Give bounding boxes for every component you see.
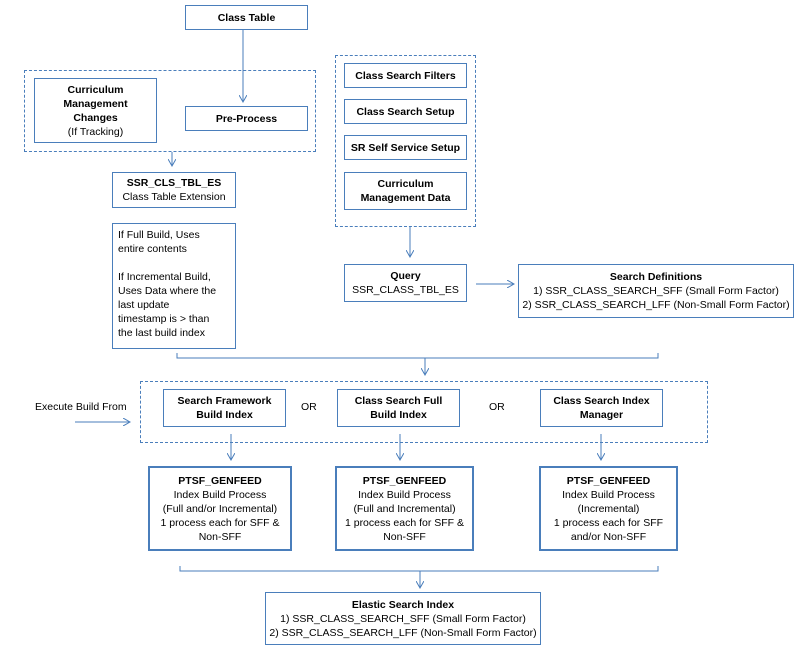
genfeed-3-line1: Index Build Process	[562, 488, 655, 501]
sr-self-service-box: SR Self Service Setup	[344, 135, 467, 160]
class-table-box: Class Table	[185, 5, 308, 30]
genfeed-1-title: PTSF_GENFEED	[178, 474, 262, 487]
build-note-line3: If Incremental Build,	[118, 271, 211, 283]
execute-build-label: Execute Build From	[35, 401, 127, 413]
elastic-line2: 2) SSR_CLASS_SEARCH_LFF (Non-Small Form …	[269, 626, 537, 639]
genfeed-3-line3: 1 process each for SFF	[553, 516, 664, 529]
genfeed-3-line2: (Incremental)	[577, 502, 640, 515]
class-search-setup-box: Class Search Setup	[344, 99, 467, 124]
cm-data-box: Curriculum Management Data	[344, 172, 467, 210]
cm-data-line1: Curriculum	[377, 178, 434, 190]
genfeed-3-line4: and/or Non-SFF	[570, 530, 647, 543]
build-note-line4: Uses Data where the	[118, 285, 217, 297]
genfeed-box-3: PTSF_GENFEED Index Build Process (Increm…	[539, 466, 678, 551]
search-definitions-title: Search Definitions	[609, 271, 703, 283]
search-definitions-line2: 2) SSR_CLASS_SEARCH_LFF (Non-Small Form …	[522, 299, 790, 311]
full-build-line2: Build Index	[370, 409, 427, 421]
or-label-2: OR	[489, 401, 505, 413]
class-table-label: Class Table	[217, 11, 276, 24]
build-note-line1: If Full Build, Uses	[118, 229, 200, 241]
cm-changes-line3: Changes	[73, 111, 118, 124]
index-manager-line2: Manager	[579, 409, 624, 421]
class-search-filters-label: Class Search Filters	[355, 69, 456, 82]
genfeed-1-line1: Index Build Process	[173, 488, 267, 501]
pre-process-label: Pre-Process	[215, 112, 278, 125]
genfeed-box-2: PTSF_GENFEED Index Build Process (Full a…	[335, 466, 474, 551]
search-definitions-box: Search Definitions 1) SSR_CLASS_SEARCH_S…	[518, 264, 794, 318]
setup-group	[335, 55, 476, 227]
build-note-line7: the last build index	[118, 327, 205, 339]
class-search-full-build-box: Class Search Full Build Index	[337, 389, 460, 427]
ssr-cls-subtitle: Class Table Extension	[122, 191, 226, 203]
or-label-1: OR	[301, 401, 317, 413]
genfeed-2-line3: 1 process each for SFF &	[344, 516, 465, 529]
genfeed-1-line3: 1 process each for SFF &	[160, 516, 280, 529]
genfeed-3-title: PTSF_GENFEED	[566, 474, 651, 487]
search-framework-build-box: Search Framework Build Index	[163, 389, 286, 427]
cm-data-line2: Management Data	[360, 192, 451, 204]
genfeed-2-title: PTSF_GENFEED	[362, 474, 447, 487]
build-note-line6: timestamp is > than	[118, 313, 210, 325]
build-note-line5: last update	[118, 299, 170, 311]
cm-changes-line2: Management	[63, 97, 128, 110]
genfeed-2-line1: Index Build Process	[358, 488, 451, 501]
genfeed-1-line2: (Full and/or Incremental)	[162, 502, 278, 515]
genfeed-2-line2: (Full and Incremental)	[353, 502, 456, 515]
curriculum-changes-box: Curriculum Management Changes (If Tracki…	[34, 78, 157, 143]
index-manager-box: Class Search Index Manager	[540, 389, 663, 427]
cm-changes-line4: (If Tracking)	[67, 125, 124, 138]
query-subtitle: SSR_CLASS_TBL_ES	[352, 284, 459, 296]
cm-changes-line1: Curriculum	[67, 83, 124, 96]
build-note-line2: entire contents	[118, 243, 187, 255]
ssr-cls-tbl-box: SSR_CLS_TBL_ES Class Table Extension	[112, 172, 236, 208]
full-build-line1: Class Search Full	[354, 395, 443, 407]
genfeed-box-1: PTSF_GENFEED Index Build Process (Full a…	[148, 466, 292, 551]
ssr-cls-title: SSR_CLS_TBL_ES	[126, 177, 222, 189]
query-box: Query SSR_CLASS_TBL_ES	[344, 264, 467, 302]
sr-self-service-label: SR Self Service Setup	[350, 141, 461, 154]
bracket-top	[176, 353, 659, 359]
class-search-filters-box: Class Search Filters	[344, 63, 467, 88]
curriculum-preprocess-group	[24, 70, 316, 152]
search-definitions-line1: 1) SSR_CLASS_SEARCH_SFF (Small Form Fact…	[533, 285, 779, 297]
class-search-setup-label: Class Search Setup	[356, 105, 455, 118]
bracket-bottom	[179, 566, 659, 572]
pre-process-box: Pre-Process	[185, 106, 308, 131]
build-options-group	[140, 381, 708, 443]
query-title: Query	[390, 270, 421, 282]
elastic-search-index-box: Elastic Search Index 1) SSR_CLASS_SEARCH…	[265, 592, 541, 645]
elastic-line1: 1) SSR_CLASS_SEARCH_SFF (Small Form Fact…	[280, 612, 526, 625]
genfeed-2-line4: Non-SFF	[383, 530, 426, 543]
sf-build-line1: Search Framework	[177, 395, 272, 407]
index-manager-line1: Class Search Index	[553, 395, 650, 407]
sf-build-line2: Build Index	[196, 409, 253, 421]
elastic-title: Elastic Search Index	[351, 598, 455, 611]
genfeed-1-line4: Non-SFF	[198, 530, 242, 543]
build-note-box: If Full Build, Uses entire contents If I…	[112, 223, 236, 349]
